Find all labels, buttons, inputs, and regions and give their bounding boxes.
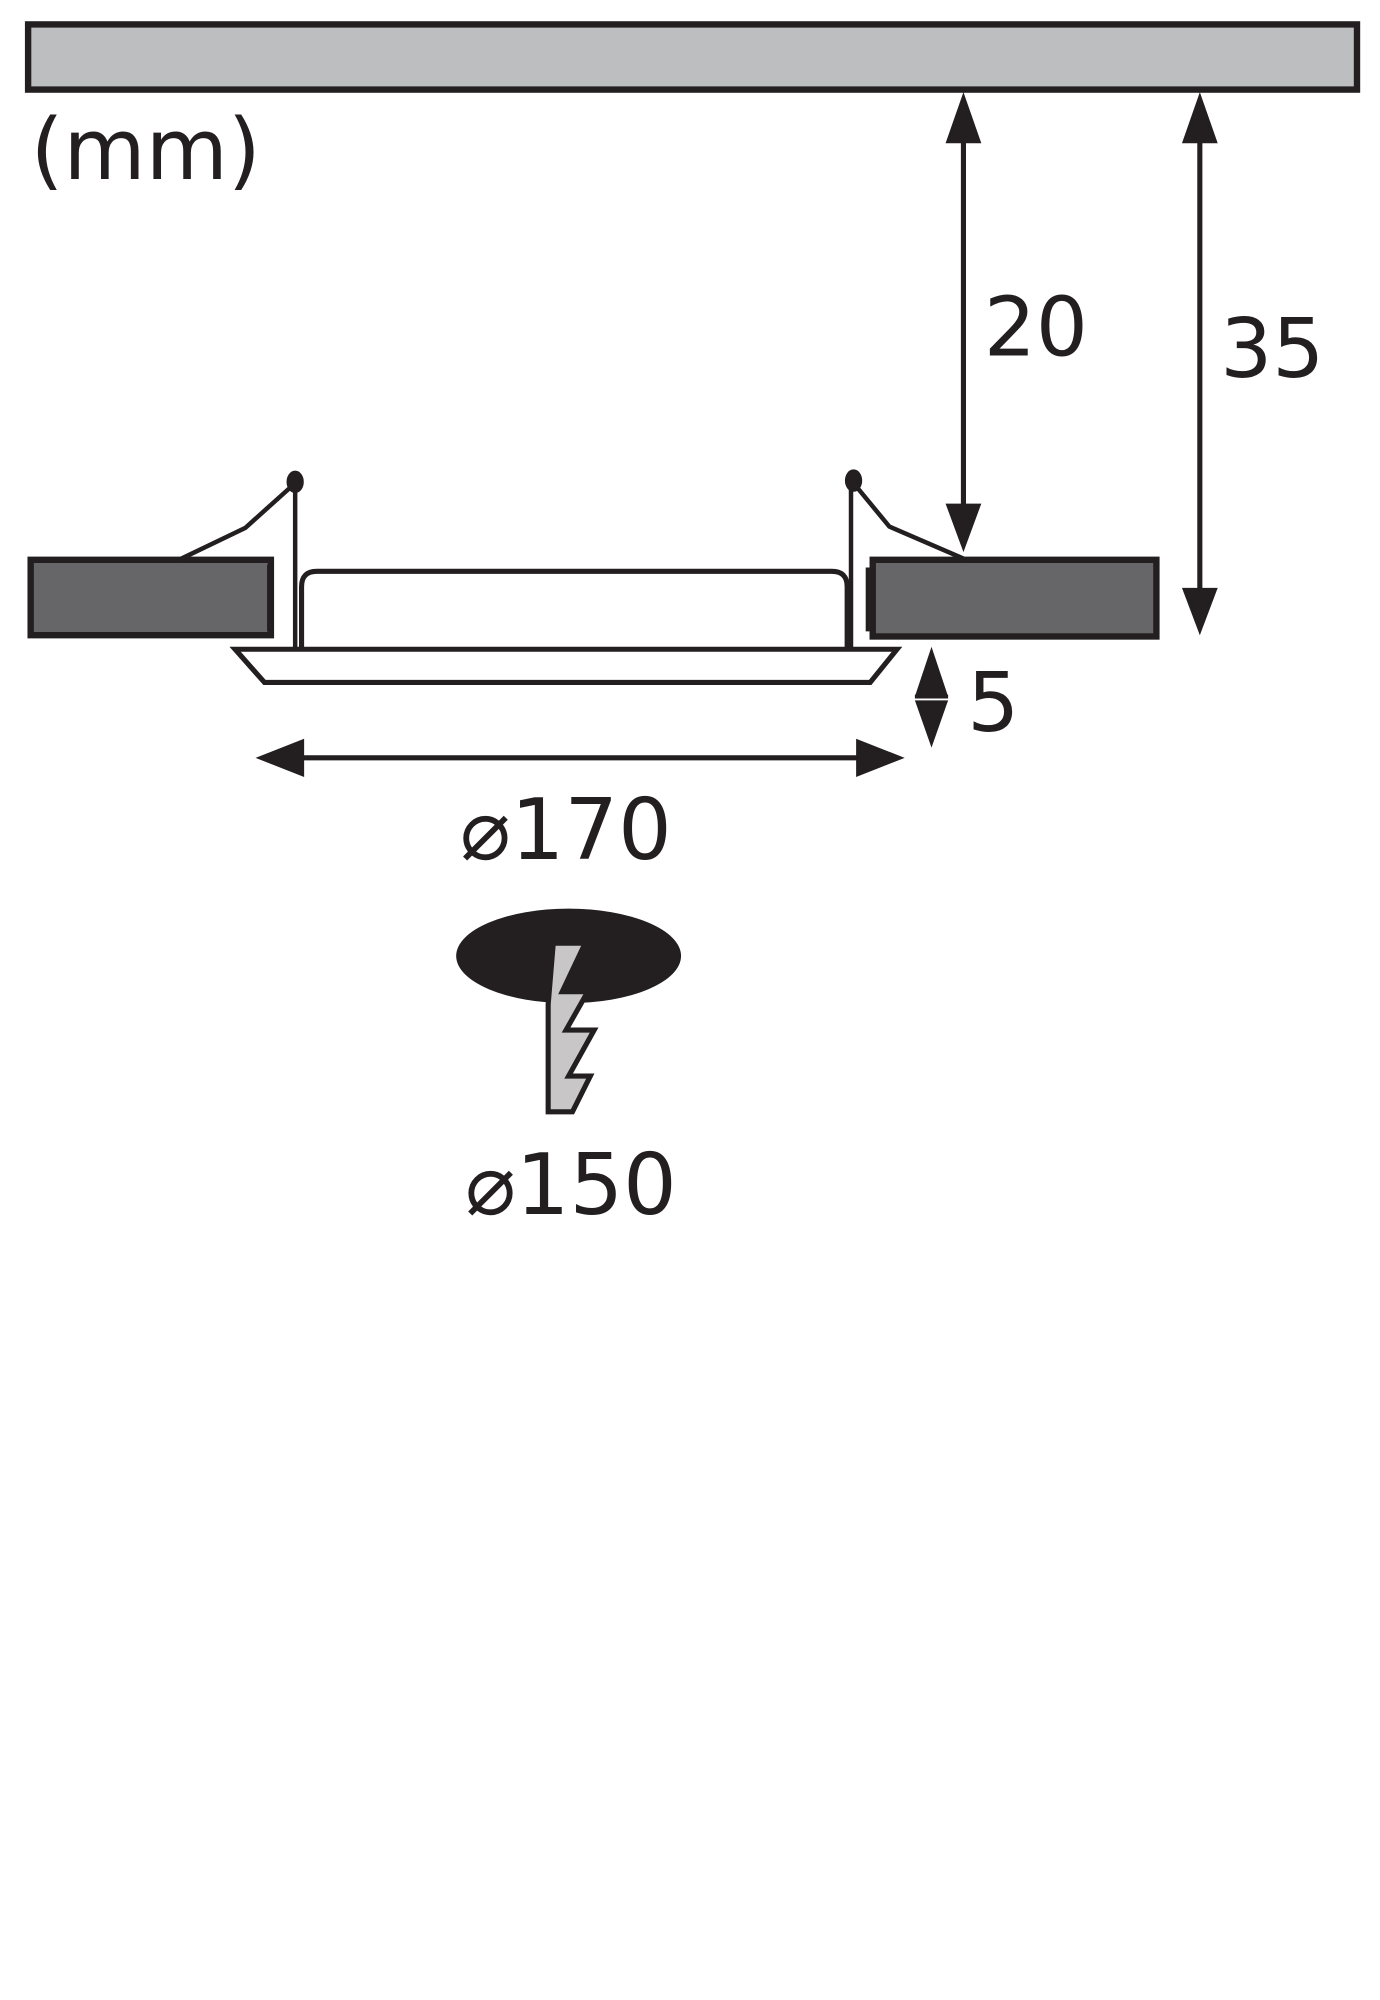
- spring-clip-left: [177, 470, 304, 650]
- ceiling-panel-right: [869, 556, 1160, 640]
- dimension-arrow-diameter-170: [255, 738, 905, 778]
- ceiling-slab: [24, 21, 1361, 93]
- light-bezel: [229, 646, 903, 686]
- unit-label: (mm): [31, 101, 261, 199]
- dimension-label-diameter-170: ⌀170: [460, 781, 672, 879]
- dimension-label-5: 5: [967, 656, 1019, 751]
- dimension-arrow-20: [945, 92, 982, 553]
- spring-clip-right: [844, 469, 965, 650]
- dimension-label-35: 35: [1220, 302, 1324, 397]
- light-housing: [299, 568, 850, 650]
- dimension-arrow-35: [1181, 92, 1218, 636]
- dimension-label-20: 20: [984, 280, 1088, 375]
- drill-icon: [545, 940, 599, 1115]
- dimension-label-cutout-150: ⌀150: [465, 1136, 677, 1234]
- dimension-arrow-5: [914, 646, 949, 748]
- ceiling-panel-left: [27, 556, 275, 639]
